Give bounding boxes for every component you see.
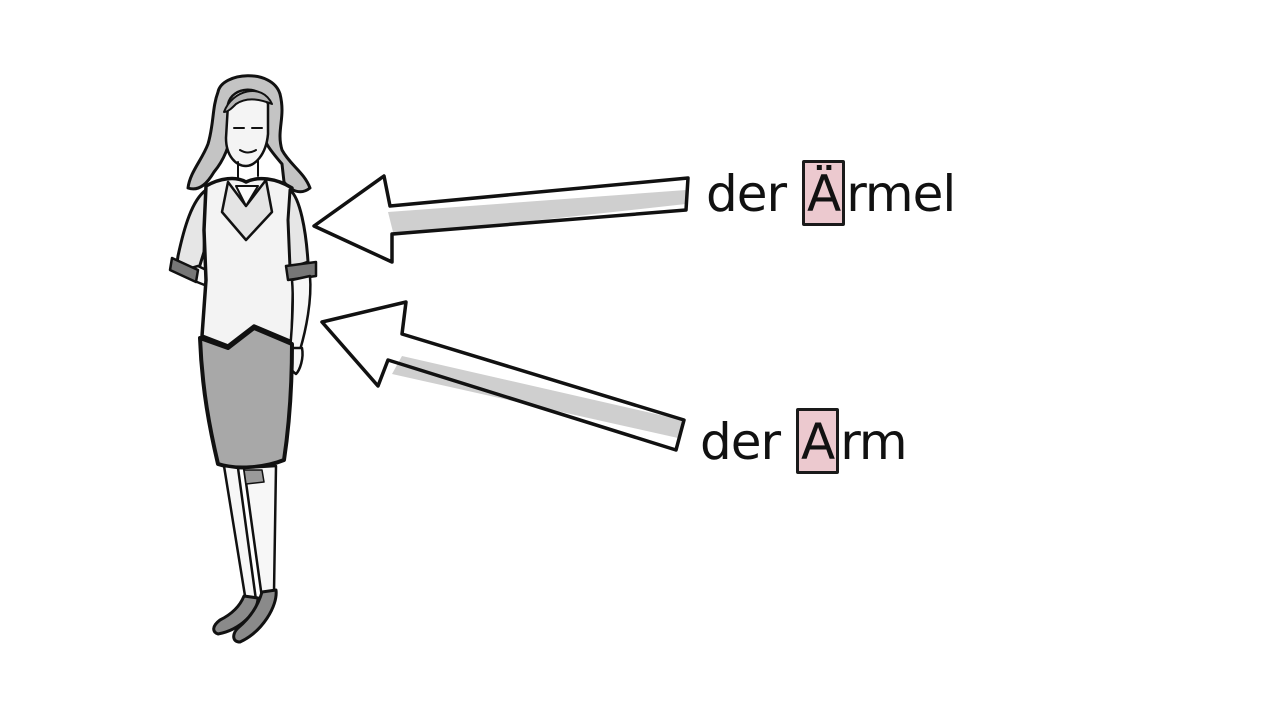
left-cuff bbox=[168, 256, 200, 284]
article-der: der bbox=[700, 413, 781, 471]
word-rest: rmel bbox=[846, 165, 956, 223]
arrow-to-sleeve-shadow bbox=[388, 190, 686, 236]
arrow-to-arm bbox=[320, 300, 686, 452]
skirt bbox=[198, 326, 294, 470]
arrow-to-sleeve-outline bbox=[312, 174, 690, 264]
arrow-to-arm-outline bbox=[320, 300, 686, 452]
hair bbox=[186, 74, 312, 194]
blouse bbox=[235, 185, 259, 207]
right-forearm bbox=[288, 274, 312, 352]
right-sleeve bbox=[286, 188, 310, 270]
arrow-to-sleeve bbox=[312, 174, 690, 264]
highlighted-letter-a: A bbox=[795, 408, 840, 474]
word-rest: rm bbox=[840, 413, 907, 471]
woman-figure bbox=[168, 74, 318, 644]
right-shoe bbox=[232, 588, 278, 644]
mouth bbox=[239, 149, 257, 154]
article-der: der bbox=[706, 165, 787, 223]
arrow-to-arm-shadow bbox=[392, 356, 682, 438]
face bbox=[224, 88, 270, 168]
neck bbox=[237, 159, 259, 179]
leg-shade bbox=[243, 469, 265, 485]
highlighted-letter-ae: Ä bbox=[801, 160, 846, 226]
hair-bangs bbox=[223, 90, 273, 113]
